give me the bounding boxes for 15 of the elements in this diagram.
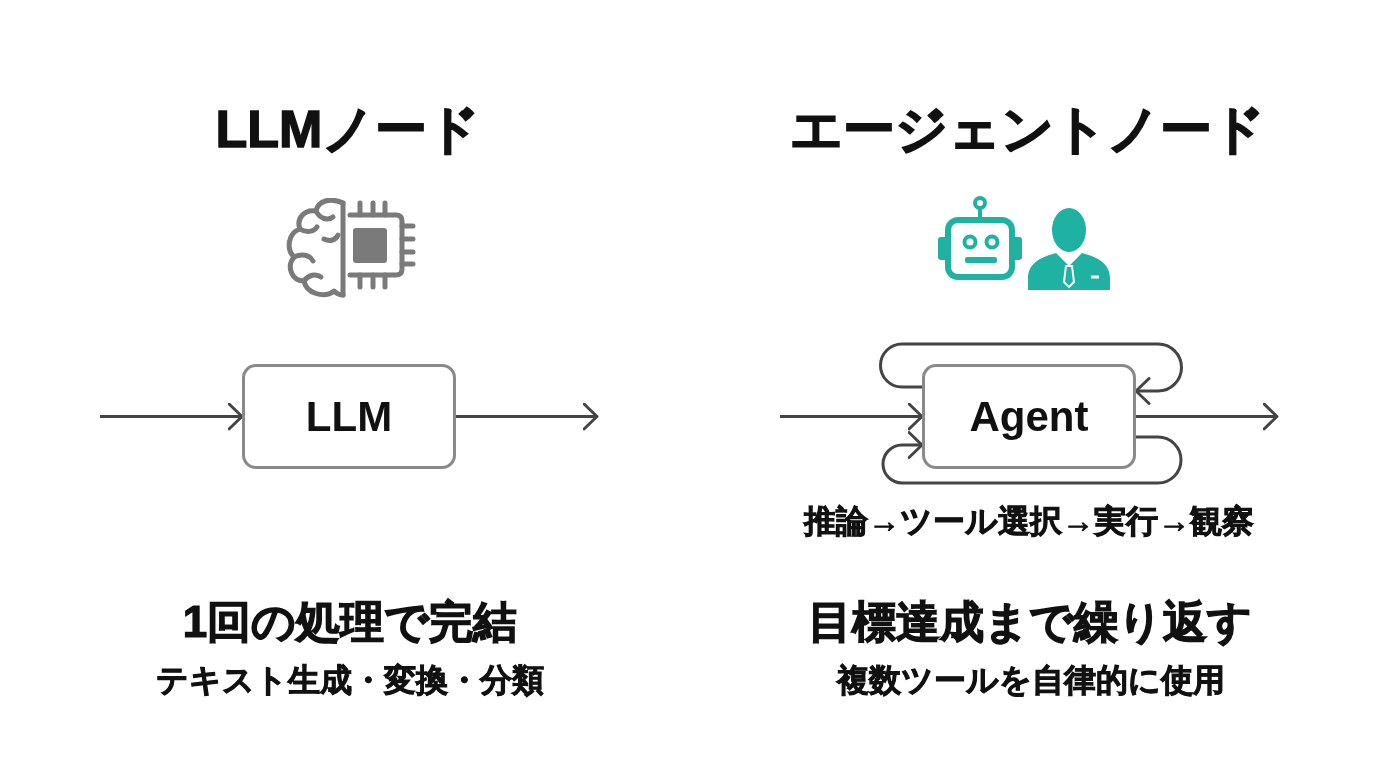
arrow xyxy=(456,402,599,431)
heading: エージェントノード xyxy=(789,100,1265,160)
summary-text: 目標達成まで繰り返す xyxy=(808,596,1252,648)
loop-arrow xyxy=(879,342,1183,405)
arrow xyxy=(100,402,244,431)
process-box: LLM xyxy=(242,364,456,469)
heading: LLMノード xyxy=(215,100,481,160)
arrow xyxy=(1136,402,1279,431)
node-label: 推論→ツール選択→実行→観察 xyxy=(804,502,1254,540)
arrow xyxy=(780,402,924,431)
summary-text: 1回の処理で完結 xyxy=(182,596,518,648)
description-text: 複数ツールを自律的に使用 xyxy=(837,661,1225,699)
loop-arrow xyxy=(881,431,1183,485)
process-box: Agent xyxy=(922,364,1136,469)
description-text: テキスト生成・変換・分類 xyxy=(156,661,544,699)
